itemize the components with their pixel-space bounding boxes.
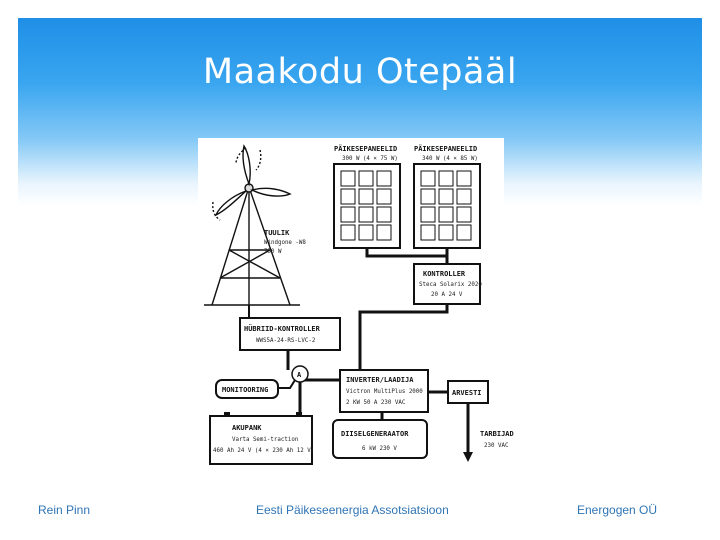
ammeter-symbol: A <box>297 371 302 379</box>
battery-title: AKUPANK <box>232 424 262 432</box>
wind-turbine <box>204 144 300 306</box>
output-arrow-icon <box>463 452 473 462</box>
output-spec: 230 VAC <box>484 443 509 449</box>
controller-title: KONTROLLER <box>423 270 466 278</box>
inverter-box: INVERTER/LAADIJA Victron MultiPlus 2000 … <box>339 369 429 413</box>
controller-model: Steca Solarix 2020 <box>419 282 482 288</box>
battery-model: Varta Semi-traction <box>232 437 298 443</box>
charge-controller-box: KONTROLLER Steca Solarix 2020 20 A 24 V <box>413 263 482 305</box>
wind-title: TUULIK <box>264 229 290 237</box>
footer-organization: Eesti Päikeseenergia Assotsiatsioon <box>256 503 449 517</box>
hybrid-title: HÜBRIID-KONTROLLER <box>244 324 321 333</box>
controller-rating: 20 A 24 V <box>431 292 463 298</box>
inverter-title: INVERTER/LAADIJA <box>346 376 414 384</box>
hybrid-controller-box: HÜBRIID-KONTROLLER WWS5A-24-RS-LVC-2 <box>239 317 341 351</box>
inverter-rating: 2 KW 50 A 230 VAC <box>346 400 406 406</box>
meter-box: ARVESTI <box>447 380 489 404</box>
ammeter-icon: A <box>291 365 309 383</box>
hybrid-model: WWS5A-24-RS-LVC-2 <box>256 338 315 344</box>
generator-title: DIISELGENERAATOR <box>341 430 409 438</box>
panels-right-spec: 340 W (4 × 85 W) <box>422 156 478 162</box>
generator-spec: 6 kW 230 V <box>362 446 397 452</box>
meter-title: ARVESTI <box>452 389 482 397</box>
wind-power: 750 W <box>264 249 282 255</box>
wind-model: Windgone -W8 <box>264 240 306 246</box>
solar-panel-left <box>333 163 401 249</box>
generator-box: DIISELGENERAATOR 6 kW 230 V <box>332 419 428 459</box>
footer-company: Energogen OÜ <box>577 503 658 517</box>
battery-spec: 460 Ah 24 V (4 × 230 Ah 12 V) <box>213 448 314 454</box>
output-title: TARBIJAD <box>480 430 514 438</box>
panels-left-title: PÄIKESEPANEELID <box>334 144 397 153</box>
inverter-model: Victron MultiPlus 2000 <box>346 389 423 395</box>
slide-title: Maakodu Otepääl <box>202 52 518 92</box>
panels-right-title: PÄIKESEPANEELID <box>414 144 477 153</box>
solar-panel-right <box>413 163 481 249</box>
monitoring-title: MONITOORING <box>222 386 268 394</box>
panels-left-spec: 300 W (4 × 75 W) <box>342 156 398 162</box>
battery-bank-box: AKUPANK Varta Semi-traction 460 Ah 24 V … <box>209 412 314 465</box>
footer-author: Rein Pinn <box>38 503 91 517</box>
monitoring-box: MONITOORING <box>215 379 279 399</box>
